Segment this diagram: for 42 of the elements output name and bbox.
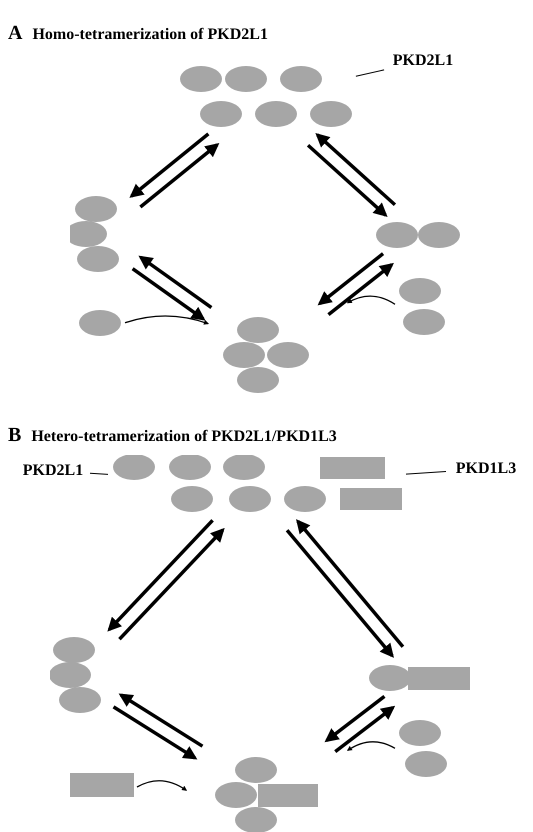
arrow [306, 144, 388, 218]
panel-title: Hetero-tetramerization of PKD2L1/PKD1L3 [31, 428, 337, 446]
protein-subunit-drawing [70, 773, 134, 797]
panel-letter: B [8, 424, 22, 447]
curved-arrow [124, 315, 210, 325]
protein-subunit-drawing [214, 757, 320, 832]
leader-line [90, 472, 108, 475]
leader-line [406, 471, 446, 475]
arrow [118, 694, 204, 748]
protein-subunit-drawing [178, 66, 352, 128]
curved-arrow [346, 741, 396, 751]
protein-label: PKD2L1 [20, 460, 86, 482]
protein-label: PKD1L3 [450, 458, 522, 480]
arrow [139, 143, 220, 208]
arrow [107, 519, 214, 632]
arrow [296, 519, 404, 648]
arrow [318, 252, 384, 306]
protein-subunit-drawing [368, 665, 472, 691]
curved-arrow [346, 296, 396, 305]
protein-subunit-drawing [50, 637, 102, 713]
protein-subunit-drawing [70, 196, 122, 272]
arrow [138, 256, 212, 309]
protein-subunit-drawing [78, 310, 122, 336]
arrow [334, 706, 396, 754]
curved-arrow [136, 780, 188, 791]
arrow [315, 132, 396, 206]
arrow [132, 267, 206, 321]
protein-subunit-drawing [112, 455, 402, 512]
arrow [129, 132, 210, 198]
arrow [324, 694, 386, 742]
arrow [112, 705, 198, 760]
arrow [286, 529, 394, 658]
panel-letter: A [8, 22, 22, 45]
protein-subunit-drawing [375, 222, 461, 248]
protein-subunit-drawing [398, 278, 446, 335]
protein-subunit-drawing [222, 317, 310, 393]
leader-line [355, 69, 385, 77]
protein-subunit-drawing [398, 720, 448, 777]
arrow [118, 528, 225, 640]
panel-title: Homo-tetramerization of PKD2L1 [32, 26, 268, 44]
protein-label: PKD2L1 [388, 50, 458, 72]
arrow [327, 262, 394, 316]
